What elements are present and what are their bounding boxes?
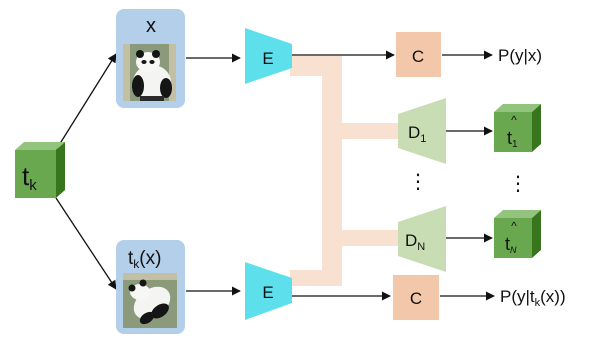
svg-text:tk: tk xyxy=(22,161,37,194)
connectors xyxy=(55,50,495,301)
feature-bus xyxy=(290,56,398,286)
original-input-label: x xyxy=(146,15,156,37)
transform-cube: tk xyxy=(15,142,65,198)
transformed-argument: (x) xyxy=(139,248,161,269)
output-bottom-tail: (x)) xyxy=(540,287,565,306)
decoder-first: D1 xyxy=(398,98,446,164)
encoder-top: E xyxy=(245,28,292,84)
panda-image xyxy=(123,44,176,101)
classifier-bottom-label: C xyxy=(410,289,422,308)
predicted-1-label: t xyxy=(507,128,512,148)
predicted-1-subscript: 1 xyxy=(512,139,518,150)
classifier-top-label: C xyxy=(412,47,424,66)
arrow-tk-to-x xyxy=(55,53,117,151)
decoder-last-label: D xyxy=(405,231,417,250)
predicted-transform-1: ^ t1 xyxy=(494,104,541,152)
svg-text:D1: D1 xyxy=(408,123,426,145)
svg-text:DN: DN xyxy=(405,231,425,253)
prediction-ellipsis: ⋮ xyxy=(508,173,528,195)
transformed-subscript: k xyxy=(133,257,140,271)
output-bottom-label: P(y|t xyxy=(500,287,535,306)
classifier-top: C xyxy=(396,32,441,77)
classifier-bottom: C xyxy=(393,275,439,320)
original-input-panel: x xyxy=(116,9,185,108)
encoder-top-label: E xyxy=(262,49,273,68)
decoder-last: DN xyxy=(398,206,446,272)
predicted-transform-N: ^ tN xyxy=(494,210,541,258)
decoder-ellipsis: ⋮ xyxy=(408,171,428,193)
decoder-last-subscript: N xyxy=(417,241,425,253)
transform-subscript: k xyxy=(29,177,37,194)
decoder-first-subscript: 1 xyxy=(420,133,426,145)
transform-label: t xyxy=(22,161,30,191)
rotated-panda-image xyxy=(123,273,177,328)
output-bottom-subscript: k xyxy=(535,297,541,309)
encoder-bottom: E xyxy=(245,262,292,320)
predicted-N-label: t xyxy=(505,234,510,254)
svg-text:tN: tN xyxy=(505,234,517,255)
decoder-first-label: D xyxy=(408,123,420,142)
transformed-input-panel: tk(x) xyxy=(116,240,185,334)
encoder-bottom-label: E xyxy=(262,283,273,302)
transformed-label: t xyxy=(128,248,134,269)
predicted-1-hat: ^ xyxy=(511,113,517,127)
svg-text:t1: t1 xyxy=(507,128,518,150)
svg-text:P(y|tk(x)): P(y|tk(x)) xyxy=(500,287,566,309)
arrow-tk-to-txk xyxy=(55,197,117,290)
predicted-N-subscript: N xyxy=(510,245,517,255)
svg-text:tk(x): tk(x) xyxy=(128,248,161,271)
predicted-N-hat: ^ xyxy=(511,219,517,233)
output-top-label: P(y|x) xyxy=(498,46,542,65)
